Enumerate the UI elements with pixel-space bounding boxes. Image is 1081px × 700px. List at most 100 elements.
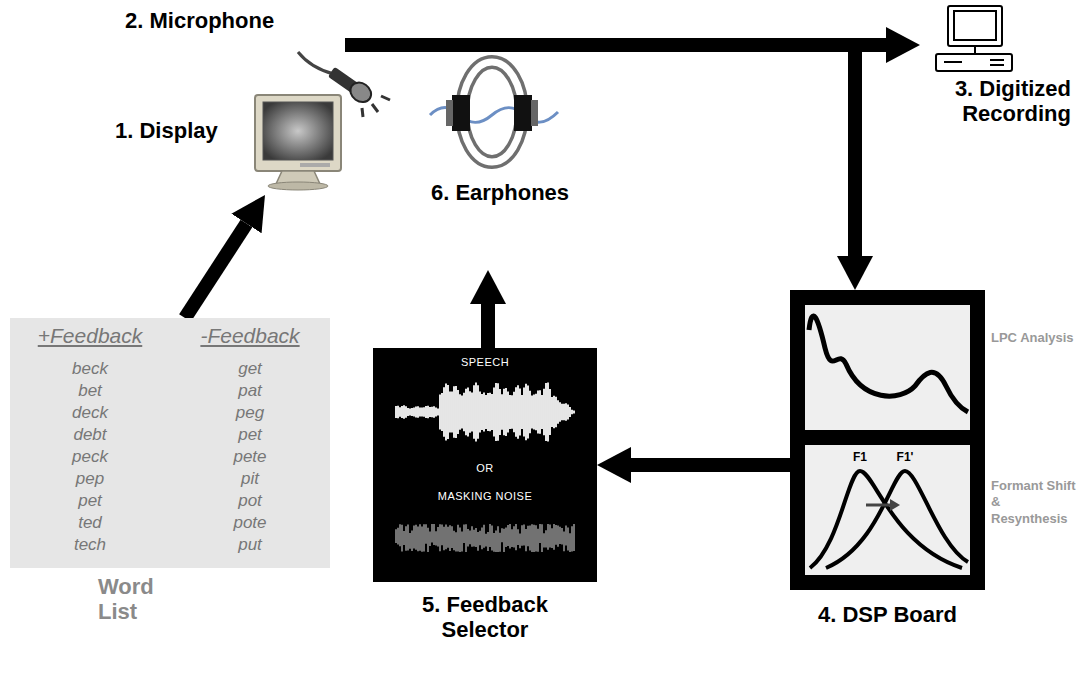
dsp-node: 4. DSP Board xyxy=(790,290,985,590)
noise-waveform xyxy=(557,526,559,547)
speech-waveform xyxy=(417,406,419,417)
speech-waveform xyxy=(435,407,437,416)
noise-waveform xyxy=(493,533,495,552)
speech-waveform xyxy=(477,385,479,439)
noise-waveform xyxy=(547,524,549,550)
word-cell: debt xyxy=(15,424,165,445)
noise-waveform xyxy=(473,530,475,547)
label-holder: SPEECH xyxy=(373,356,597,368)
speech-waveform xyxy=(569,407,571,417)
node-label: 3. Digitized Recording xyxy=(920,76,1071,127)
speech-waveform xyxy=(397,406,399,418)
label-holder: OR xyxy=(373,462,597,474)
speech-waveform xyxy=(485,395,487,429)
speech-waveform xyxy=(503,389,505,436)
noise-waveform xyxy=(411,530,413,551)
speech-waveform xyxy=(535,394,537,430)
speech-waveform xyxy=(553,396,555,428)
illustration-part xyxy=(805,445,970,575)
speech-waveform xyxy=(415,406,417,417)
noise-waveform xyxy=(445,524,447,549)
speech-waveform xyxy=(481,394,483,430)
speech-waveform xyxy=(533,395,535,430)
speech-waveform xyxy=(405,406,407,418)
node-label: 6. Earphones xyxy=(420,180,580,205)
label-holder: bet xyxy=(15,380,165,401)
noise-waveform xyxy=(553,524,555,550)
word-cell: pet xyxy=(175,424,325,445)
speech-waveform xyxy=(571,410,573,415)
illustration-part xyxy=(531,100,538,126)
signal-arrow xyxy=(345,45,855,256)
word-cell: peck xyxy=(15,446,165,467)
speech-waveform xyxy=(465,389,467,435)
speech-waveform xyxy=(529,391,531,434)
word-list-box: Word List xyxy=(10,318,330,568)
speech-waveform xyxy=(479,391,481,432)
noise-waveform xyxy=(497,526,499,552)
noise-waveform xyxy=(569,533,571,552)
speech-waveform xyxy=(453,386,455,438)
illustration-part xyxy=(381,96,390,100)
recording-node: 3. Digitized Recording xyxy=(920,0,1075,142)
speech-waveform xyxy=(403,405,405,419)
noise-waveform xyxy=(413,525,415,548)
illustration-part xyxy=(866,504,893,507)
node-label: 2. Microphone xyxy=(125,8,335,33)
speech-waveform xyxy=(525,384,527,441)
noise-waveform xyxy=(397,528,399,545)
speech-waveform xyxy=(573,411,575,414)
speech-waveform xyxy=(425,406,427,418)
noise-waveform xyxy=(533,525,535,552)
illustration-part xyxy=(268,182,328,190)
speech-waveform xyxy=(439,394,441,429)
noise-waveform xyxy=(563,532,565,552)
speech-waveform xyxy=(429,407,431,417)
noise-waveform xyxy=(517,529,519,545)
label-holder: pet xyxy=(15,490,165,511)
speech-waveform xyxy=(473,385,475,438)
speech-waveform xyxy=(419,408,421,417)
speech-waveform xyxy=(563,404,565,421)
noise-waveform xyxy=(559,527,561,544)
label-holder: pete xyxy=(175,446,325,467)
speech-waveform xyxy=(449,392,451,433)
speech-waveform xyxy=(445,384,447,441)
speech-waveform xyxy=(517,385,519,439)
speech-waveform xyxy=(521,395,523,429)
speech-waveform xyxy=(455,386,457,438)
illustration-part xyxy=(300,163,330,167)
speech-waveform xyxy=(531,395,533,428)
noise-waveform xyxy=(519,533,521,548)
word-cell: deck xyxy=(15,402,165,423)
noise-waveform xyxy=(485,534,487,547)
word-cell: ted xyxy=(15,512,165,533)
illustration-part xyxy=(263,102,333,160)
illustration-part xyxy=(990,64,1004,66)
speech-waveform xyxy=(409,409,411,416)
signal-arrow xyxy=(481,304,495,348)
illustration-part xyxy=(809,316,968,412)
speech-waveform xyxy=(545,383,547,441)
noise-waveform xyxy=(491,525,493,550)
illustration-part xyxy=(462,62,522,162)
speech-waveform xyxy=(447,385,449,439)
noise-waveform xyxy=(423,524,425,551)
noise-waveform xyxy=(545,530,547,547)
label-holder: +Feedback xyxy=(15,324,165,348)
label-holder: deck xyxy=(15,402,165,423)
illustration-part xyxy=(826,471,968,568)
label-holder: pep xyxy=(15,468,165,489)
speech-waveform xyxy=(483,393,485,432)
noise-waveform xyxy=(531,524,533,552)
speech-waveform xyxy=(567,404,569,419)
noise-waveform xyxy=(457,525,459,552)
speech-waveform xyxy=(519,388,521,435)
illustration-part xyxy=(954,11,996,40)
noise-waveform xyxy=(447,527,449,548)
dsp-board xyxy=(790,290,985,590)
noise-waveform xyxy=(455,532,457,551)
label-holder: tech xyxy=(15,534,165,555)
speech-waveform xyxy=(541,395,543,429)
speech-waveform xyxy=(539,390,541,433)
